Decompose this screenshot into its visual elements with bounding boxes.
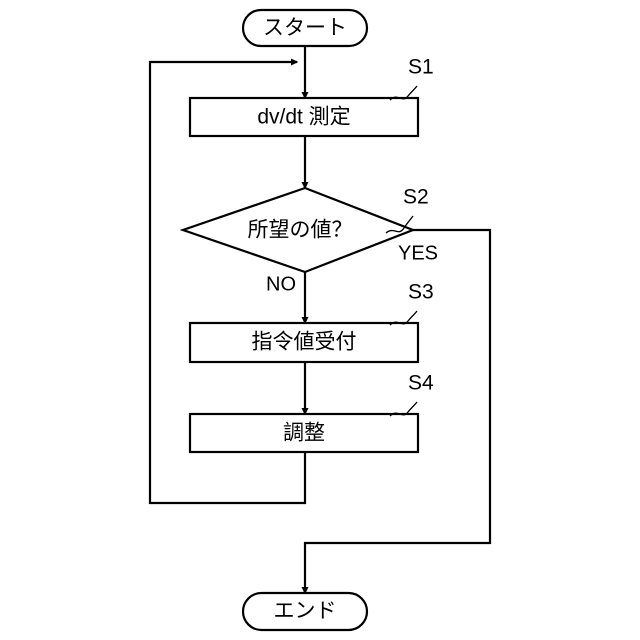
end-terminator bbox=[241, 591, 369, 632]
start-terminator bbox=[241, 8, 369, 48]
end-terminator-label: エンド bbox=[274, 600, 337, 623]
process-box-s1 bbox=[188, 96, 420, 138]
process-box-s4-label: 調整 bbox=[283, 422, 325, 445]
process-box-s1-label: dv/dt 測定 bbox=[257, 106, 350, 129]
decision-diamond-s2 bbox=[179, 186, 417, 274]
branch-label-yes: YES bbox=[398, 242, 438, 264]
decision-diamond-s2-label: 所望の値？ bbox=[248, 219, 353, 242]
branch-label-no: NO bbox=[266, 273, 296, 295]
start-terminator-label: スタート bbox=[263, 17, 347, 40]
process-box-s3 bbox=[188, 321, 420, 364]
process-box-s4 bbox=[188, 412, 420, 454]
leader-line-s1 bbox=[389, 85, 418, 101]
step-label-s4: S4 bbox=[408, 372, 434, 395]
step-label-s1: S1 bbox=[408, 56, 434, 79]
step-label-s3: S3 bbox=[408, 281, 434, 304]
connector-s2-yes-to-end bbox=[301, 228, 492, 595]
process-box-s3-label: 指令値受付 bbox=[252, 331, 357, 354]
leader-line-s3 bbox=[389, 310, 418, 326]
leader-line-s2 bbox=[385, 215, 414, 234]
leader-line-s4 bbox=[389, 401, 418, 417]
connector-loopback-s4-to-s1 bbox=[148, 58, 307, 505]
step-label-s2: S2 bbox=[403, 186, 429, 209]
